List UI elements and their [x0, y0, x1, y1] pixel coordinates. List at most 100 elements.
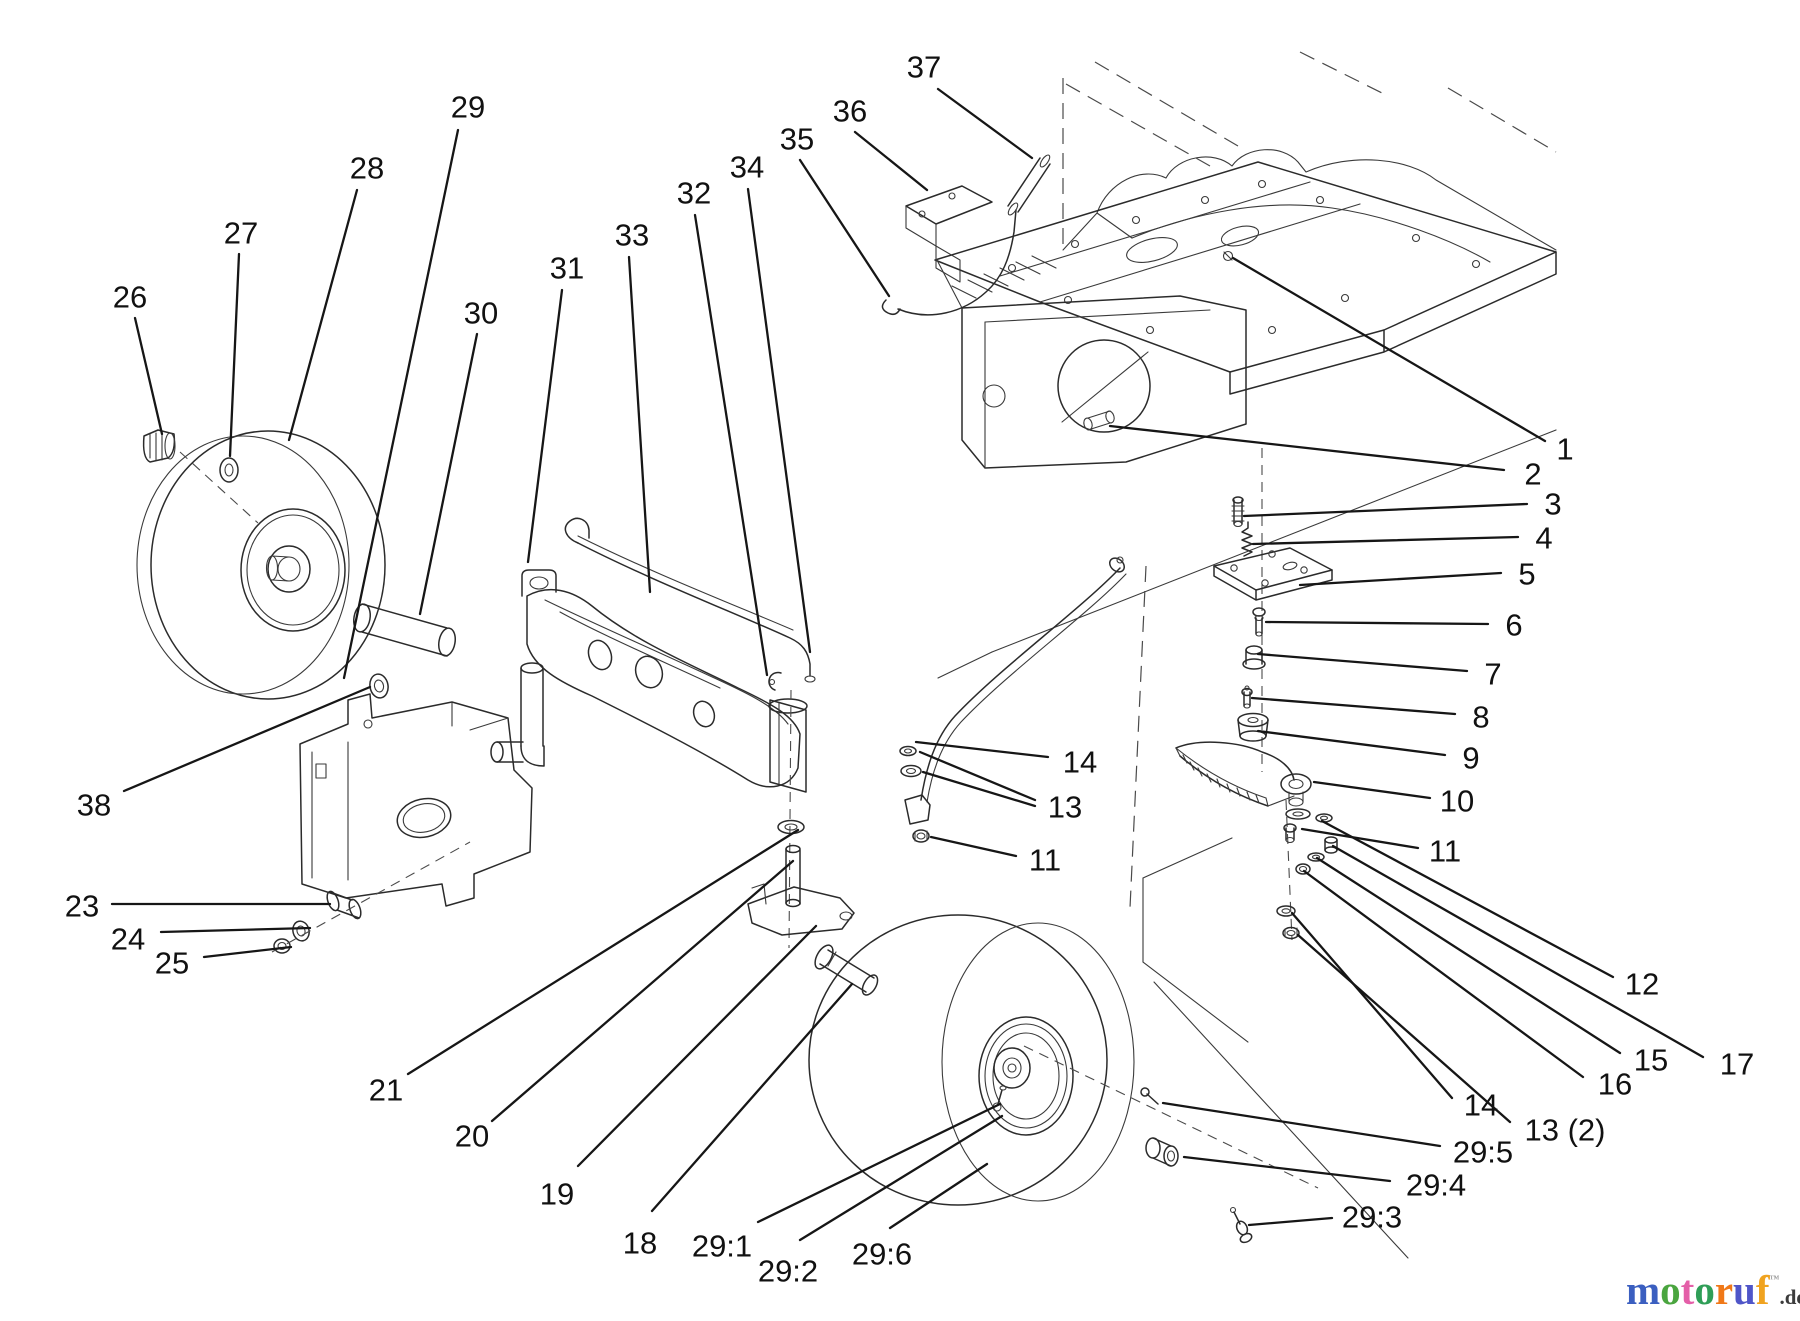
leader-line-16-26	[1302, 869, 1585, 1079]
washer-24	[292, 920, 310, 942]
leader-line-4-15	[1251, 535, 1520, 546]
bolt-11	[1283, 823, 1297, 844]
callout-29-3: 29	[451, 90, 485, 125]
leader-line-17-24	[1331, 844, 1705, 1059]
leader-line-33-6	[627, 255, 652, 594]
spring-4	[1241, 521, 1253, 557]
bushing-7	[1242, 645, 1266, 670]
washer-38	[369, 673, 389, 699]
cable-hook-35	[881, 299, 901, 316]
leader-line-14-32	[914, 740, 1050, 759]
callout-21-35: 21	[369, 1073, 403, 1108]
bushing-20	[785, 844, 801, 908]
callout-29:1-39: 29:1	[692, 1229, 752, 1264]
callout-16-26: 16	[1598, 1067, 1632, 1102]
axle-bolt-18	[814, 944, 879, 996]
leader-line-29:5-29	[1161, 1101, 1442, 1148]
bolt-3	[1231, 496, 1245, 528]
logo-letter: u	[1733, 1267, 1756, 1313]
callout-24-44: 24	[111, 922, 145, 957]
leader-line-3-14	[1242, 502, 1529, 518]
callout-26-0: 26	[113, 280, 147, 315]
callout-11-22: 11	[1429, 834, 1461, 869]
link-nut-11	[912, 829, 930, 843]
callout-29:5-29: 29:5	[1453, 1135, 1513, 1170]
leader-line-11-22	[1300, 827, 1420, 850]
callout-38-42: 38	[77, 788, 111, 823]
leader-line-20-36	[490, 859, 795, 1123]
left-wheel	[136, 429, 386, 700]
logo-letter: o	[1694, 1267, 1715, 1313]
leader-line-30-4	[418, 332, 479, 616]
spindle-assembly	[747, 689, 879, 996]
link-washers-13	[899, 745, 922, 778]
logo-letter: r	[1714, 1267, 1734, 1313]
leader-line-14-27	[1290, 911, 1454, 1100]
leader-line-29:3-31	[1247, 1216, 1334, 1227]
callout-17-24: 17	[1720, 1047, 1754, 1082]
leader-line-13-33	[918, 750, 1037, 802]
callout-4-15: 4	[1535, 521, 1552, 556]
link-clevis	[904, 794, 931, 825]
cable-assembly	[881, 154, 1051, 316]
callout-10-21: 10	[1440, 784, 1474, 819]
bolt-8	[1241, 685, 1253, 709]
callout-35-9: 35	[780, 122, 814, 157]
leader-line-7-18	[1256, 652, 1469, 673]
small-hardware-14-13	[1276, 905, 1300, 940]
cable-tube-37	[1007, 154, 1051, 216]
steering-gear-assembly	[1175, 448, 1338, 941]
kingpin-elbow	[490, 662, 545, 767]
callout-2-13: 2	[1524, 457, 1541, 492]
leader-line-34-8	[746, 187, 812, 654]
callout-27-1: 27	[224, 216, 258, 251]
callout-1-12: 1	[1556, 432, 1573, 467]
leader-line-29:1-39	[756, 1102, 1002, 1224]
leader-line-6-17	[1264, 620, 1490, 626]
leader-line-29-3	[342, 128, 460, 680]
callout-13-33: 13	[1048, 790, 1082, 825]
leader-line-132-28	[1296, 933, 1512, 1124]
cable-bracket-36	[905, 185, 993, 225]
leader-line-28-2	[287, 188, 359, 442]
leader-line-32-7	[693, 213, 769, 677]
logo-letter: o	[1660, 1267, 1681, 1313]
plate-5	[1213, 547, 1333, 601]
spacer-23	[326, 890, 362, 920]
logo-letters: motoruf	[1626, 1267, 1769, 1313]
leader-line-29:4-30	[1182, 1155, 1392, 1183]
callout-9-20: 9	[1462, 741, 1479, 776]
leader-line-21-35	[406, 828, 800, 1076]
leader-line-12-23	[1320, 819, 1615, 979]
callout-36-10: 36	[833, 94, 867, 129]
leader-line-5-16	[1298, 571, 1503, 587]
callout-layer: 2627282930313332343536371234567891011121…	[65, 50, 1754, 1289]
leader-line-37-11	[936, 87, 1034, 160]
drag-link	[899, 556, 1127, 843]
logo-letter: m	[1626, 1267, 1661, 1313]
axle-beam-31	[521, 569, 808, 793]
callout-31-5: 31	[550, 251, 584, 286]
callout-29:6-41: 29:6	[852, 1237, 912, 1272]
leader-line-26-0	[133, 316, 164, 436]
callout-29:4-30: 29:4	[1406, 1168, 1466, 1203]
right-wheel	[808, 914, 1319, 1244]
leader-line-1-12	[1231, 256, 1547, 443]
deck-screw-part-1	[1222, 250, 1234, 262]
leader-line-24-44	[159, 926, 312, 934]
callout-11-34: 11	[1029, 843, 1061, 878]
pivot-tube-30	[353, 603, 456, 657]
callout-19-37: 19	[540, 1177, 574, 1212]
leader-line-13-33	[921, 770, 1037, 808]
frame-deck-plate	[934, 161, 1557, 395]
callout-12-23: 12	[1625, 967, 1659, 1002]
callout-18-38: 18	[623, 1226, 657, 1261]
steering-arm-19	[747, 883, 855, 936]
hub-cap-26	[142, 429, 176, 463]
callout-23-43: 23	[65, 889, 99, 924]
callout-28-2: 28	[350, 151, 384, 186]
thrust-washer-21	[777, 819, 805, 835]
callout-32-7: 32	[677, 176, 711, 211]
